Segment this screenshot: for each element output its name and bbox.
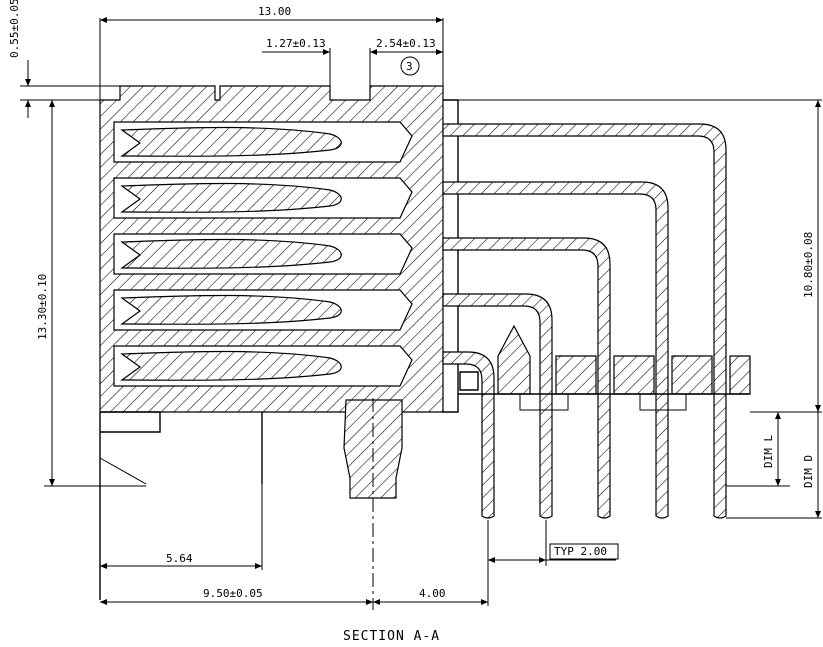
dim-body-height: 13.30±0.10: [36, 274, 49, 340]
contact-springs: [120, 126, 342, 381]
section-label: SECTION A-A: [343, 629, 440, 644]
board-lock-peg: [343, 398, 403, 610]
dim-width-950: 9.50±0.05: [203, 587, 263, 600]
right-angle-pins: [442, 123, 727, 519]
dim-width-564: 5.64: [166, 552, 193, 565]
dim-width-400: 4.00: [419, 587, 446, 600]
callout-number: 3: [406, 60, 413, 73]
connector-housing: [99, 85, 459, 600]
dim-d-label: DIM D: [802, 455, 815, 488]
dimension-labels: 13.00 1.27±0.13 2.54±0.13 3 0.55±0.05 13…: [8, 0, 815, 644]
pcb-standoff: [458, 324, 751, 411]
dim-pitch-small: 1.27±0.13: [266, 37, 326, 50]
dimension-lines: [20, 17, 822, 606]
dim-overall-width: 13.00: [258, 5, 291, 18]
dim-pin-pitch: TYP 2.00: [554, 545, 607, 558]
dim-right-height: 10.80±0.08: [802, 232, 815, 298]
dim-pitch-large: 2.54±0.13: [376, 37, 436, 50]
dim-top-offset: 0.55±0.05: [8, 0, 21, 58]
callout-circle: [400, 56, 420, 76]
pin-pitch-box: [549, 543, 619, 560]
dim-l-label: DIM L: [762, 435, 775, 468]
